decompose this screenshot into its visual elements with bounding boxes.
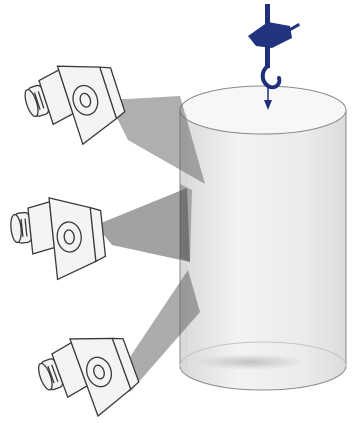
projector-icon (18, 51, 130, 157)
projector-icon (8, 193, 107, 284)
beam-overlap (180, 184, 192, 262)
projector-middle (8, 193, 107, 284)
projector-top (18, 51, 130, 157)
cylinder-body (180, 110, 346, 390)
projector-bottom (31, 322, 145, 430)
cylinder-top (180, 86, 346, 134)
cylinder-floor-shadow (195, 354, 305, 370)
beam-middle (96, 188, 190, 262)
cylinder-object (180, 86, 346, 390)
projector-icon (31, 322, 145, 430)
